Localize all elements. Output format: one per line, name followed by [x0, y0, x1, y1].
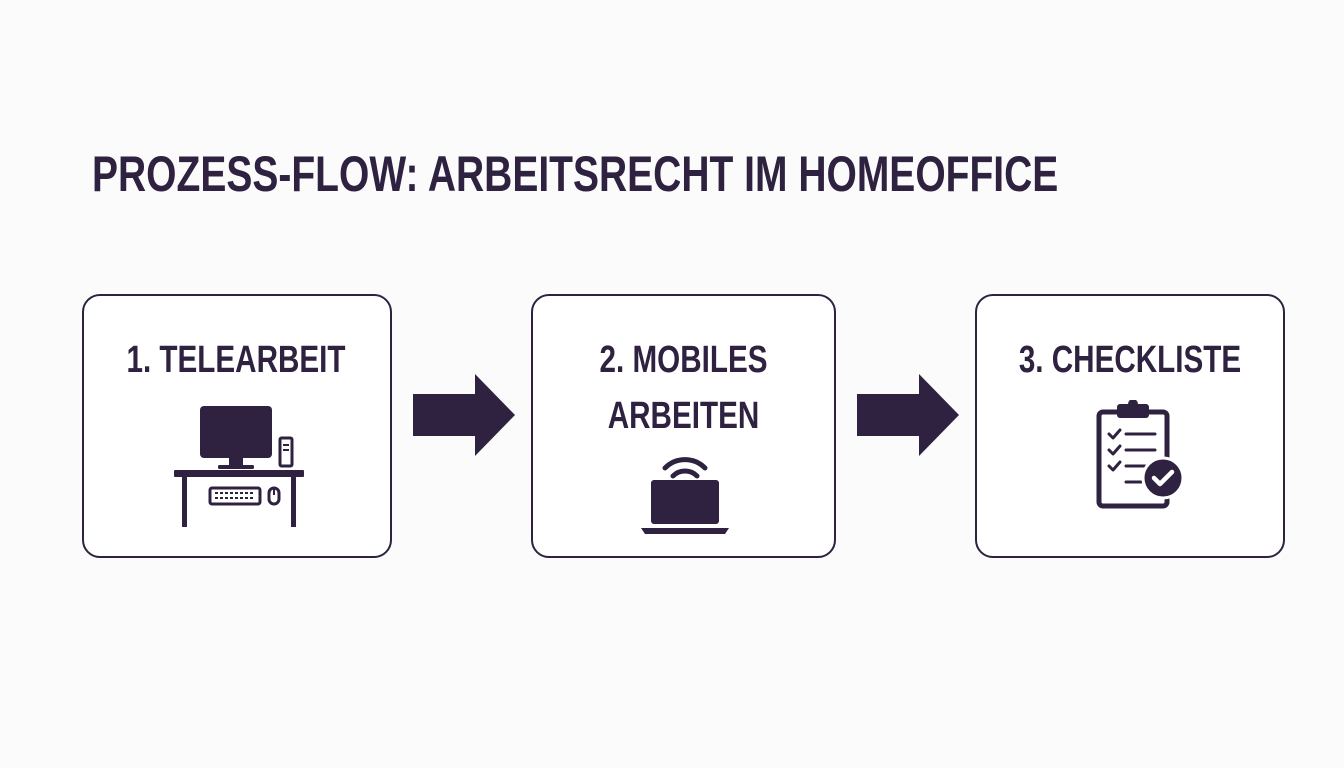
step-mobiles-arbeiten: 2. MOBILES ARBEITEN [531, 294, 836, 558]
step-label: 2. MOBILES ARBEITEN [599, 339, 768, 437]
flow-arrow-1 [413, 374, 515, 461]
desktop-workstation-icon [172, 402, 306, 533]
diagram-title: PROZESS-FLOW: ARBEITSRECHT IM HOMEOFFICE [92, 146, 1059, 202]
step-telearbeit: 1. TELEARBEIT [82, 294, 392, 558]
clipboard-checklist-icon [1093, 399, 1189, 515]
flow-arrow-2 [857, 374, 959, 461]
step-label: 1. TELEARBEIT [126, 339, 346, 381]
wireless-laptop-icon [639, 446, 731, 541]
step-checkliste: 3. CHECKLISTE [975, 294, 1285, 558]
step-label: 3. CHECKLISTE [1018, 339, 1242, 381]
